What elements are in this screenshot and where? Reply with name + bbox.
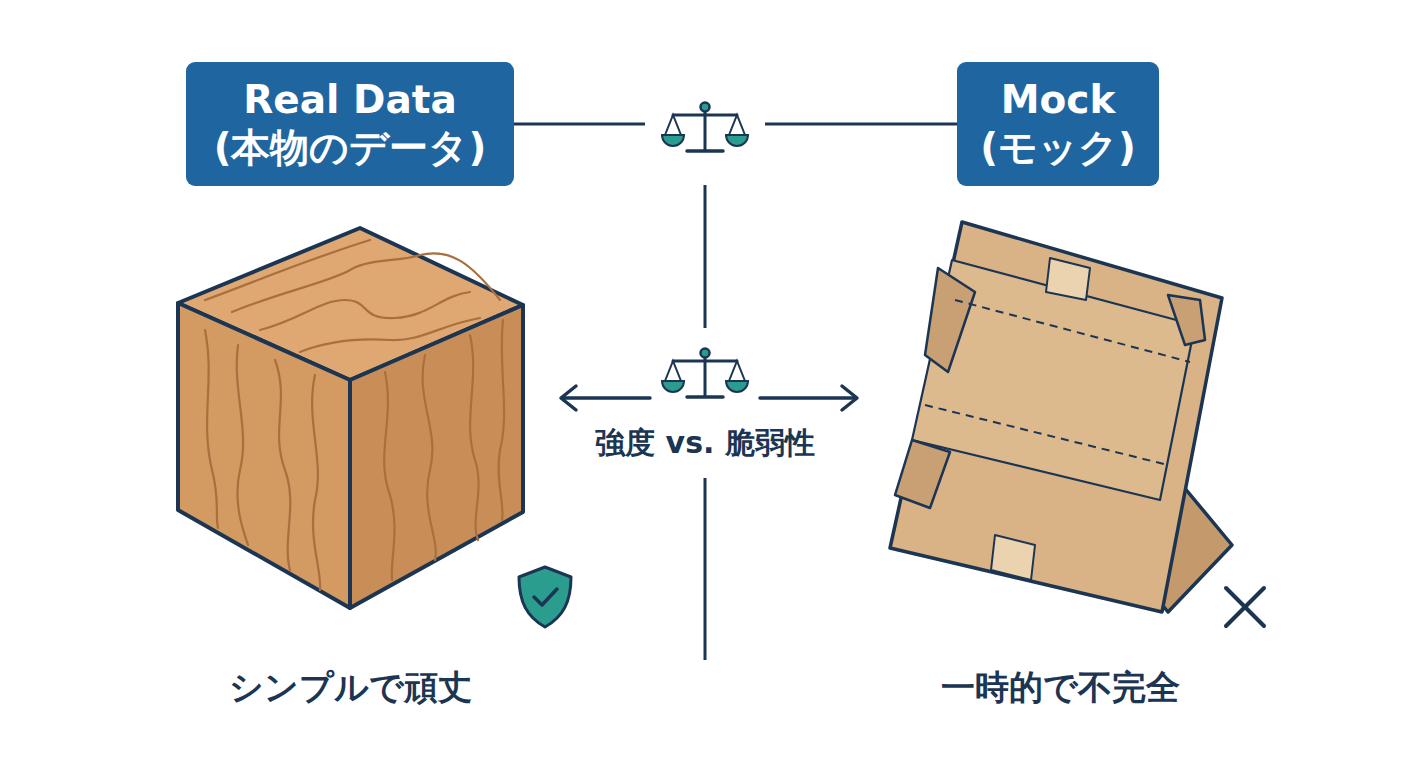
box-title: Mock (モック) bbox=[967, 76, 1149, 171]
grain-line bbox=[260, 292, 470, 330]
wood-grain bbox=[205, 240, 504, 590]
divider-line bbox=[704, 185, 707, 328]
cardboard-inner bbox=[912, 260, 1195, 500]
cardboard-flap bbox=[895, 440, 950, 508]
grain-line bbox=[312, 375, 320, 590]
balance-scale-icon bbox=[662, 349, 748, 398]
cardboard-panel bbox=[890, 222, 1222, 612]
connector-line bbox=[514, 123, 957, 126]
wood-cube bbox=[178, 228, 523, 608]
shield-shape bbox=[519, 567, 571, 627]
grain-line bbox=[205, 330, 218, 528]
tape-piece bbox=[1046, 258, 1090, 300]
title-box: Real Data (本物のデータ) bbox=[186, 62, 514, 186]
grain-line bbox=[470, 335, 479, 540]
fold-line bbox=[955, 300, 1190, 362]
shield-check-icon bbox=[519, 567, 571, 627]
grain-line bbox=[237, 345, 248, 545]
grain-line bbox=[499, 320, 505, 520]
cube-right bbox=[350, 305, 523, 608]
x-stroke bbox=[1226, 588, 1264, 626]
fold-line bbox=[925, 405, 1168, 465]
box-title: Real Data (本物のデータ) bbox=[196, 76, 504, 171]
cube-left bbox=[178, 303, 350, 608]
tape-piece bbox=[991, 535, 1035, 580]
center-divider bbox=[704, 185, 707, 660]
comparison-label: 強度 vs. 脆弱性 bbox=[595, 423, 815, 464]
title-box: Mock (モック) bbox=[957, 62, 1159, 186]
check-mark bbox=[534, 589, 557, 605]
x-stroke bbox=[1226, 588, 1264, 626]
direction-arrows bbox=[561, 386, 857, 410]
arrow-left bbox=[562, 396, 650, 400]
grain-line bbox=[275, 360, 290, 570]
cardboard-corner bbox=[1168, 295, 1205, 345]
balance-scale-icon bbox=[662, 103, 748, 152]
grain-line bbox=[423, 355, 436, 560]
cardboard-mock bbox=[890, 222, 1232, 612]
divider-line bbox=[704, 478, 707, 660]
cardboard-folds bbox=[925, 300, 1190, 465]
arrow-head bbox=[842, 386, 857, 410]
caption-label: シンプルで頑丈 bbox=[229, 665, 472, 711]
arrow-right bbox=[760, 396, 856, 400]
arrow-head bbox=[561, 386, 576, 410]
x-mark-icon bbox=[1226, 588, 1264, 626]
grain-line bbox=[300, 318, 480, 352]
cardboard-flap bbox=[925, 268, 975, 372]
grain-line bbox=[232, 253, 500, 312]
grain-line bbox=[205, 240, 370, 300]
icon-backdrop bbox=[645, 92, 765, 162]
grain-line bbox=[384, 372, 394, 580]
caption-label: 一時的で不完全 bbox=[941, 665, 1180, 711]
